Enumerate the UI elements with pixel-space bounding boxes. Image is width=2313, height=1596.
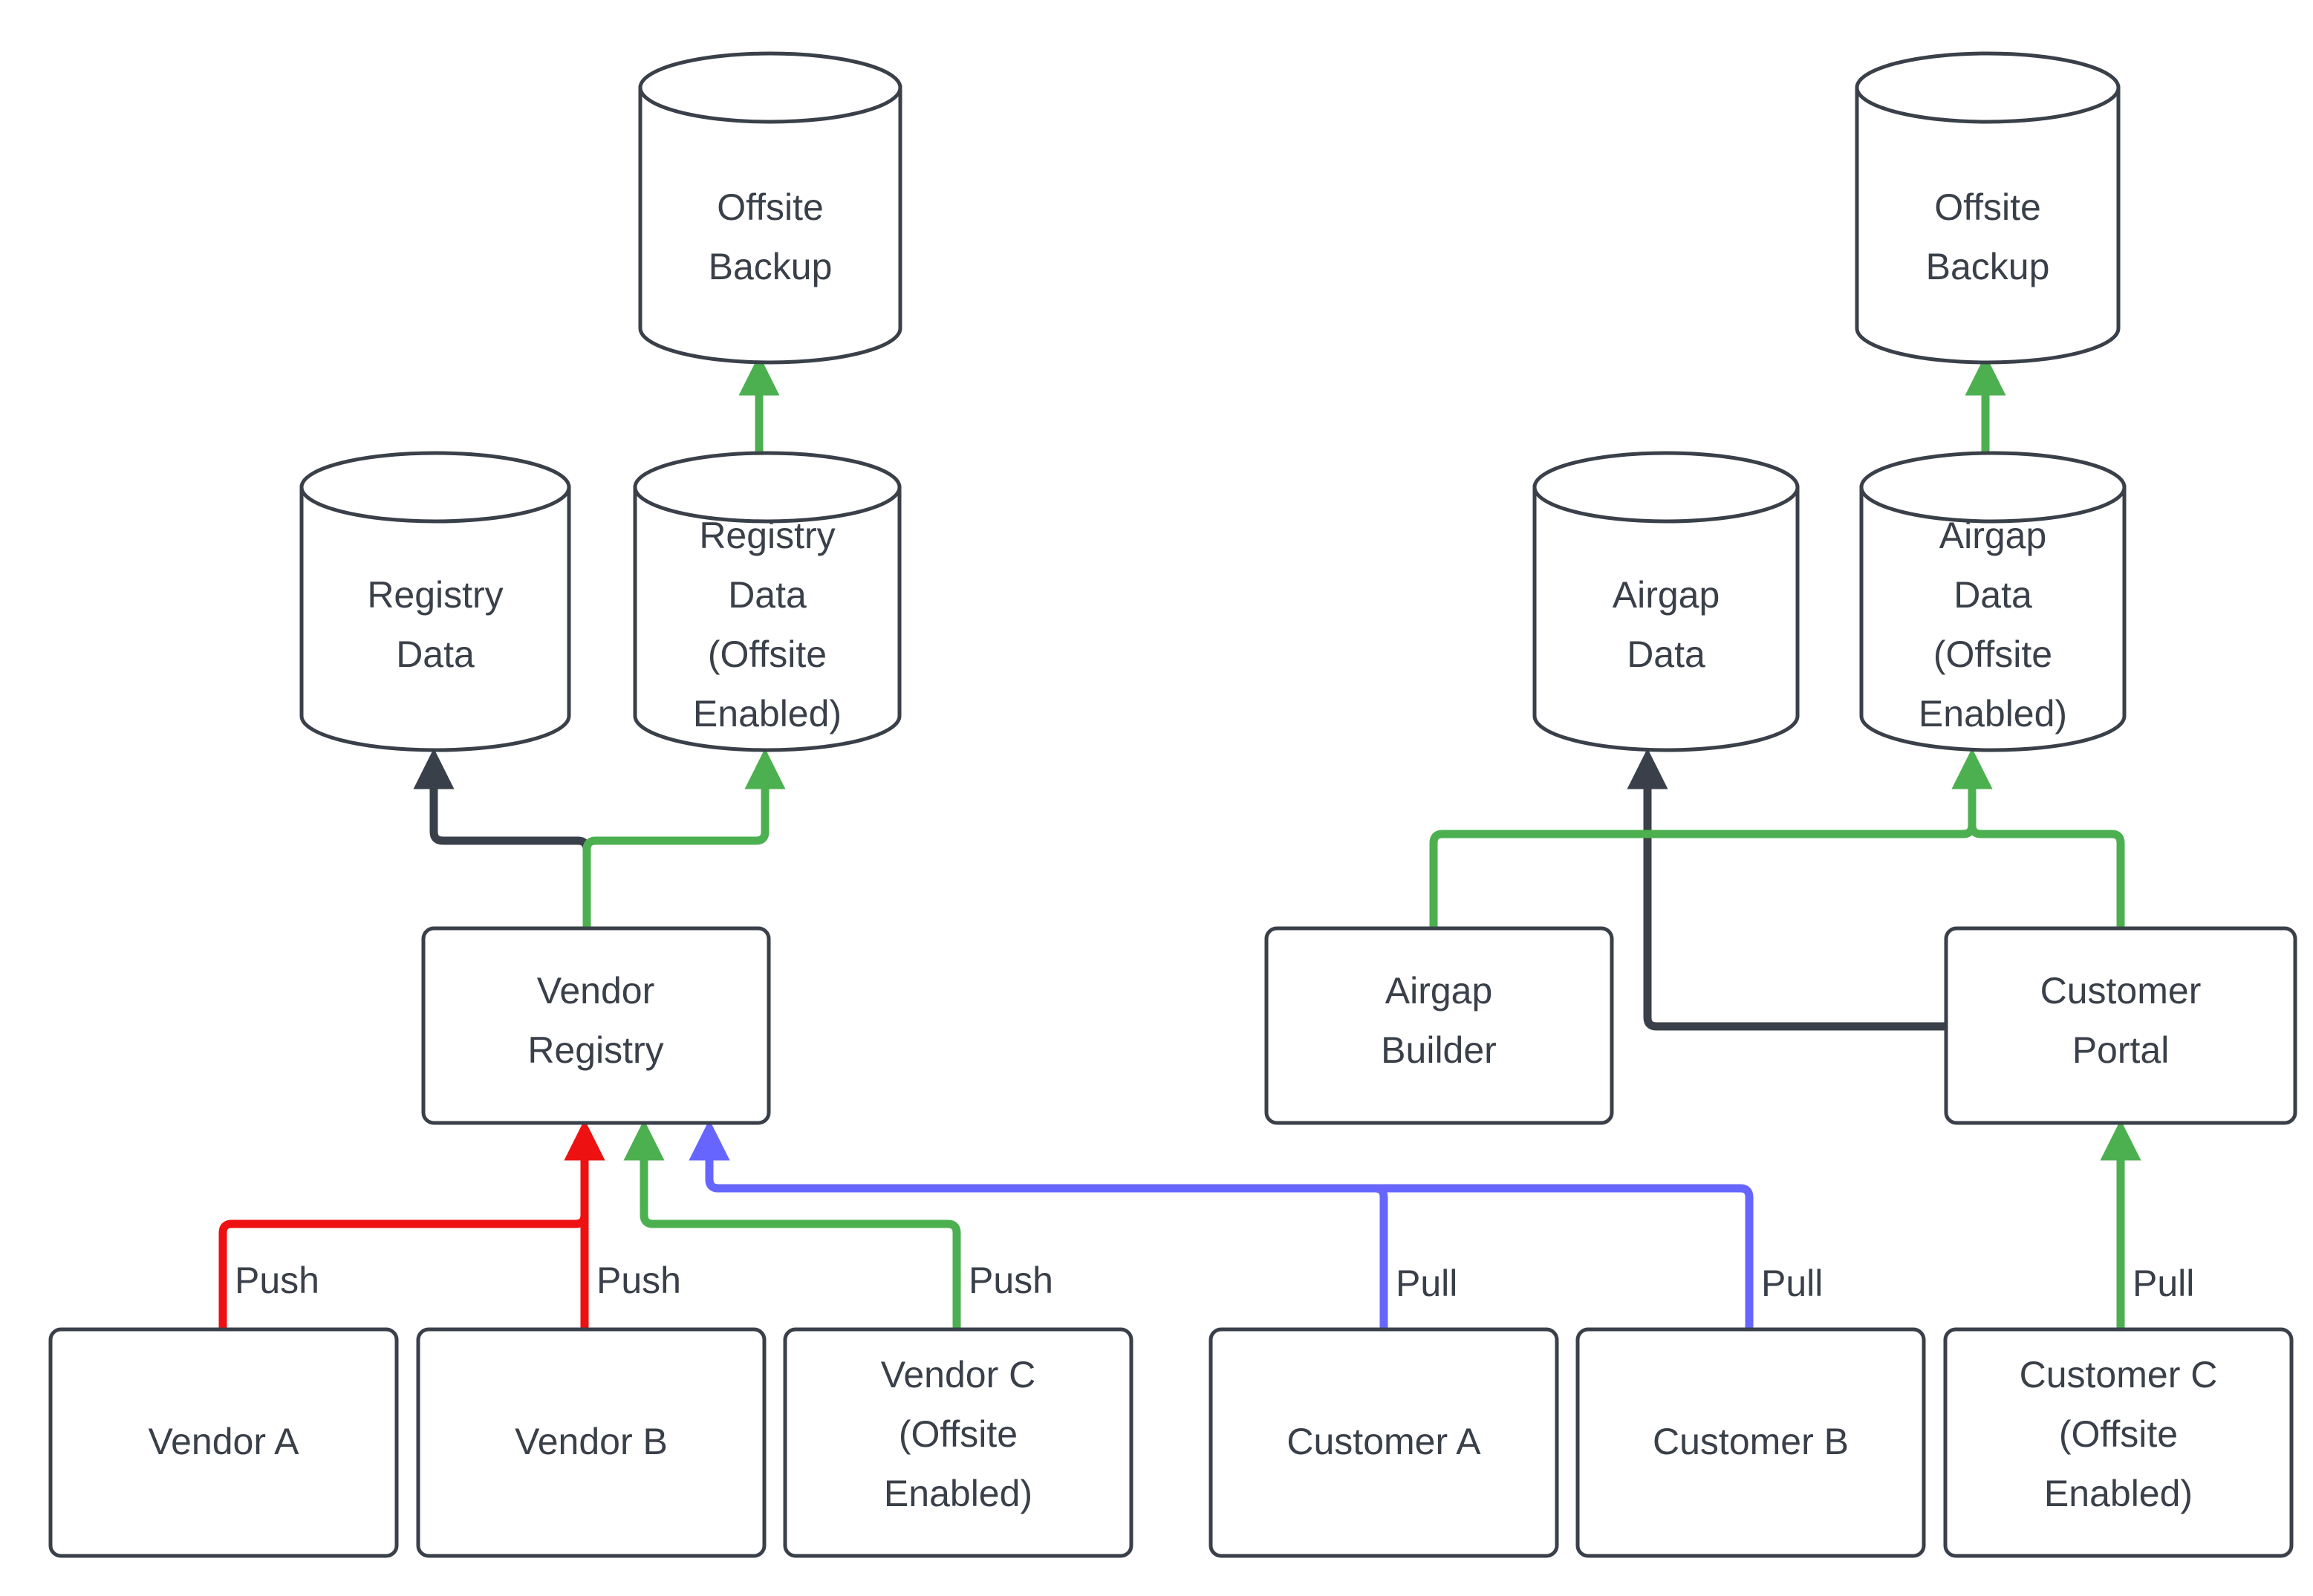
vendor-registry-line2: Registry (527, 1029, 663, 1071)
vendor-c-line1: Vendor C (881, 1354, 1035, 1395)
node-customer-portal[interactable]: Customer Portal (1944, 926, 2297, 1125)
node-vendor-c[interactable]: Vendor C (Offsite Enabled) (783, 1327, 1133, 1558)
vendor-c-line2: (Offsite (899, 1413, 1018, 1455)
customer-a-line1: Customer A (1286, 1421, 1481, 1462)
airgap-builder-line1: Airgap (1385, 970, 1493, 1012)
edge-airgap-builder-to-airgap-data-offsite (1429, 748, 1993, 928)
registry-data-line1: Registry (367, 574, 503, 616)
edge-customer-portal-to-airgap-data (1627, 748, 1946, 1031)
node-airgap-data-offsite[interactable]: Airgap Data (Offsite Enabled) (1859, 451, 2127, 752)
edge-label-push-a: Push (235, 1260, 319, 1301)
node-airgap-data[interactable]: Airgap Data (1532, 451, 1800, 752)
edge-label-push-c: Push (969, 1260, 1053, 1301)
customer-c-line2: (Offsite (2059, 1413, 2178, 1455)
node-offsite-backup-right[interactable]: Offsite Backup (1855, 51, 2121, 365)
node-customer-b[interactable]: Customer B (1575, 1327, 1926, 1558)
edge-customer-portal-to-airgap-data-offsite (1951, 748, 2125, 928)
customer-c-line3: Enabled) (2044, 1473, 2193, 1514)
vendor-c-line3: Enabled) (884, 1473, 1032, 1514)
vendor-b-line1: Vendor B (515, 1421, 668, 1462)
edge-label-pull-c: Pull (2133, 1263, 2194, 1304)
node-registry-data-offsite[interactable]: Registry Data (Offsite Enabled) (633, 451, 902, 752)
airgap-builder-line2: Builder (1381, 1029, 1497, 1071)
offsite-backup-left-line2: Backup (709, 246, 833, 287)
customer-b-line1: Customer B (1653, 1421, 1849, 1462)
node-vendor-a[interactable]: Vendor A (48, 1327, 399, 1558)
node-vendor-registry[interactable]: Vendor Registry (421, 926, 771, 1125)
edge-vendor-registry-to-registry-data-offsite (582, 748, 786, 928)
node-vendor-b[interactable]: Vendor B (416, 1327, 767, 1558)
registry-data-offsite-line4: Enabled) (693, 693, 842, 735)
airgap-data-line1: Airgap (1613, 574, 1720, 616)
airgap-data-offsite-line1: Airgap (1939, 515, 2047, 556)
edge-label-push-b: Push (596, 1260, 681, 1301)
offsite-backup-left-line1: Offsite (717, 186, 824, 228)
customer-portal-line2: Portal (2072, 1029, 2170, 1071)
registry-data-line2: Data (396, 633, 475, 675)
edge-vendor-c-push (623, 1119, 961, 1329)
node-registry-data[interactable]: Registry Data (299, 451, 571, 752)
edge-label-pull-b: Pull (1761, 1263, 1823, 1304)
offsite-backup-right-line1: Offsite (1934, 186, 2041, 228)
customer-c-line1: Customer C (2020, 1354, 2218, 1395)
customer-portal-line1: Customer (2040, 970, 2202, 1012)
airgap-data-offsite-line2: Data (1953, 574, 2032, 616)
node-airgap-builder[interactable]: Airgap Builder (1264, 926, 1614, 1125)
edge-vendor-registry-to-registry-data (413, 748, 591, 928)
offsite-backup-right-line2: Backup (1926, 246, 2050, 287)
node-customer-a[interactable]: Customer A (1208, 1327, 1559, 1558)
registry-data-offsite-line3: (Offsite (708, 633, 827, 675)
airgap-data-offsite-line3: (Offsite (1933, 633, 2052, 675)
vendor-registry-line1: Vendor (537, 970, 654, 1012)
registry-data-offsite-line1: Registry (699, 515, 835, 556)
airgap-data-line2: Data (1627, 633, 1705, 675)
registry-data-offsite-line2: Data (728, 574, 807, 616)
edge-customer-b-pull (689, 1119, 1754, 1329)
node-offsite-backup-left[interactable]: Offsite Backup (638, 51, 902, 365)
vendor-a-line1: Vendor A (149, 1421, 300, 1462)
airgap-data-offsite-line4: Enabled) (1919, 693, 2067, 735)
node-customer-c[interactable]: Customer C (Offsite Enabled) (1943, 1327, 2294, 1558)
edge-label-pull-a: Pull (1396, 1263, 1457, 1304)
